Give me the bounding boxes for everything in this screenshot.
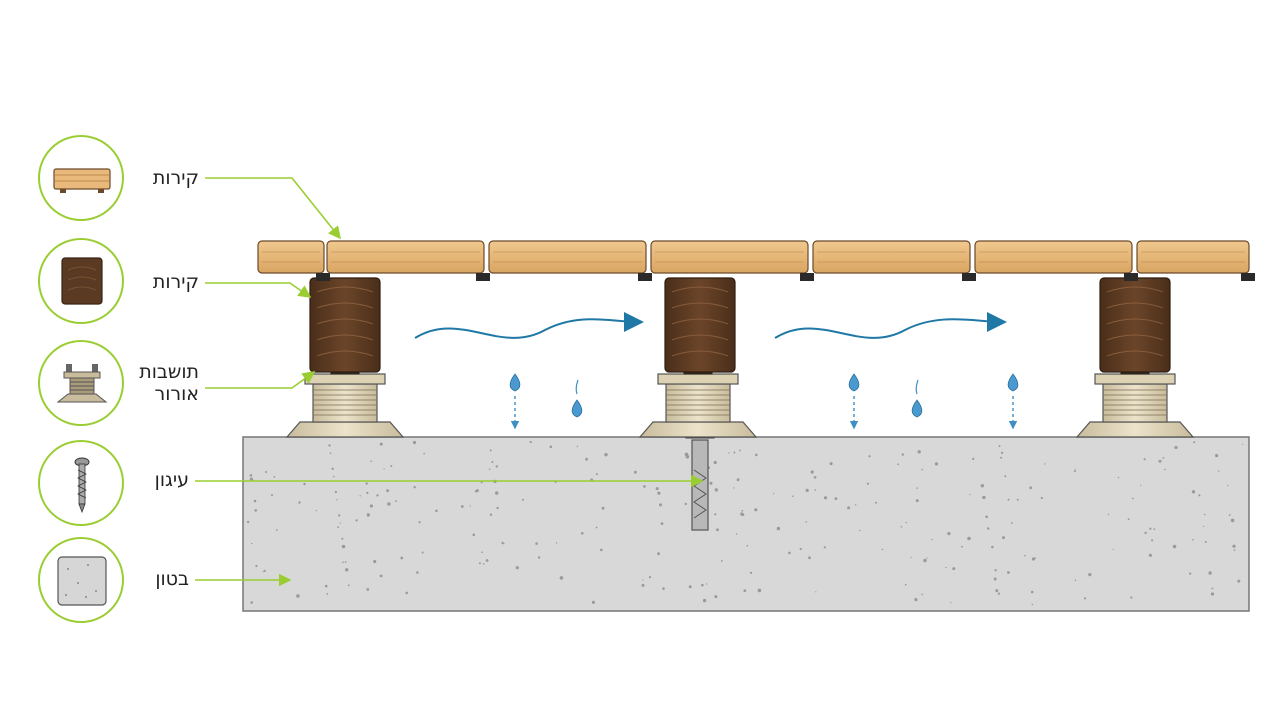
airflow-arrows xyxy=(414,311,1007,339)
deck-board xyxy=(650,240,814,281)
leader-line-deck xyxy=(205,177,341,240)
leader-line-pedestal xyxy=(205,371,316,389)
joist-icon xyxy=(61,257,103,305)
deck-board xyxy=(488,240,652,281)
leader-lines xyxy=(195,177,704,587)
deck-board xyxy=(257,240,330,281)
joist xyxy=(309,277,381,373)
deck-board xyxy=(812,240,976,281)
deck-board xyxy=(326,240,490,281)
deck-board xyxy=(974,240,1138,281)
water-drop xyxy=(1007,373,1019,430)
deck-board-icon xyxy=(53,168,111,193)
deck-board xyxy=(1136,240,1255,281)
legend-item-screw xyxy=(38,440,124,526)
legend-label-screw: עיגון xyxy=(154,469,189,491)
water-drop xyxy=(911,399,923,418)
concrete-slab xyxy=(242,436,1250,612)
legend-item-deck-board xyxy=(38,135,124,221)
joist xyxy=(664,277,736,373)
legend-item-pedestal xyxy=(38,340,124,426)
water-drops xyxy=(509,373,1019,430)
screw-icon xyxy=(74,457,90,514)
legend-label-joist: קירות xyxy=(152,271,199,293)
water-drop xyxy=(848,373,860,430)
joist xyxy=(1099,277,1171,373)
water-drop xyxy=(509,373,521,430)
legend-item-concrete xyxy=(38,537,124,623)
legend-item-joist xyxy=(38,238,124,324)
water-drop xyxy=(571,399,583,418)
joists xyxy=(309,277,1171,373)
concrete-icon xyxy=(57,556,107,606)
airflow-arrow xyxy=(414,311,644,339)
pedestal xyxy=(1075,361,1195,438)
legend-label-deck-board: קירות xyxy=(152,167,199,189)
pedestal xyxy=(638,361,758,438)
deck-boards xyxy=(257,240,1255,281)
pedestal-icon xyxy=(56,364,108,403)
water-streak xyxy=(575,379,579,395)
legend-label-pedestal: תושבות אורור xyxy=(139,361,199,405)
pedestal xyxy=(285,361,405,438)
legend-label-concrete: בטון xyxy=(155,568,189,590)
water-streak xyxy=(915,379,919,395)
airflow-arrow xyxy=(774,311,1007,339)
leader-line-joist xyxy=(205,282,312,298)
pedestals xyxy=(285,361,1195,438)
